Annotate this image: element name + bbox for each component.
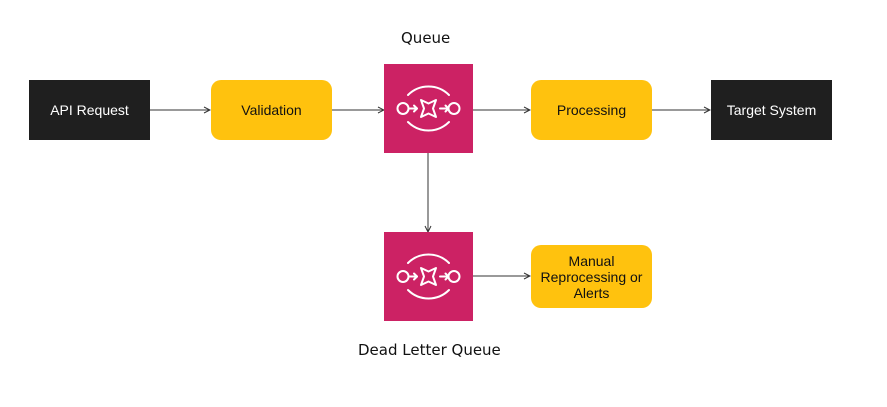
- manual-reprocessing-node: Manual Reprocessing or Alerts: [531, 245, 652, 308]
- processing-node: Processing: [531, 80, 652, 140]
- validation-node: Validation: [211, 80, 332, 140]
- dead-letter-queue-node: [384, 232, 473, 321]
- api-request-label: API Request: [50, 102, 129, 118]
- target-system-node: Target System: [711, 80, 832, 140]
- dead-letter-queue-caption: Dead Letter Queue: [358, 341, 501, 359]
- queue-caption: Queue: [401, 29, 451, 47]
- queue-node: [384, 64, 473, 153]
- validation-label: Validation: [241, 102, 302, 118]
- api-request-node: API Request: [29, 80, 150, 140]
- manual-reprocessing-label: Manual Reprocessing or Alerts: [540, 252, 643, 301]
- processing-label: Processing: [556, 102, 627, 118]
- sqs-queue-icon: [396, 85, 461, 132]
- sqs-queue-icon: [396, 253, 461, 300]
- target-system-label: Target System: [726, 102, 817, 118]
